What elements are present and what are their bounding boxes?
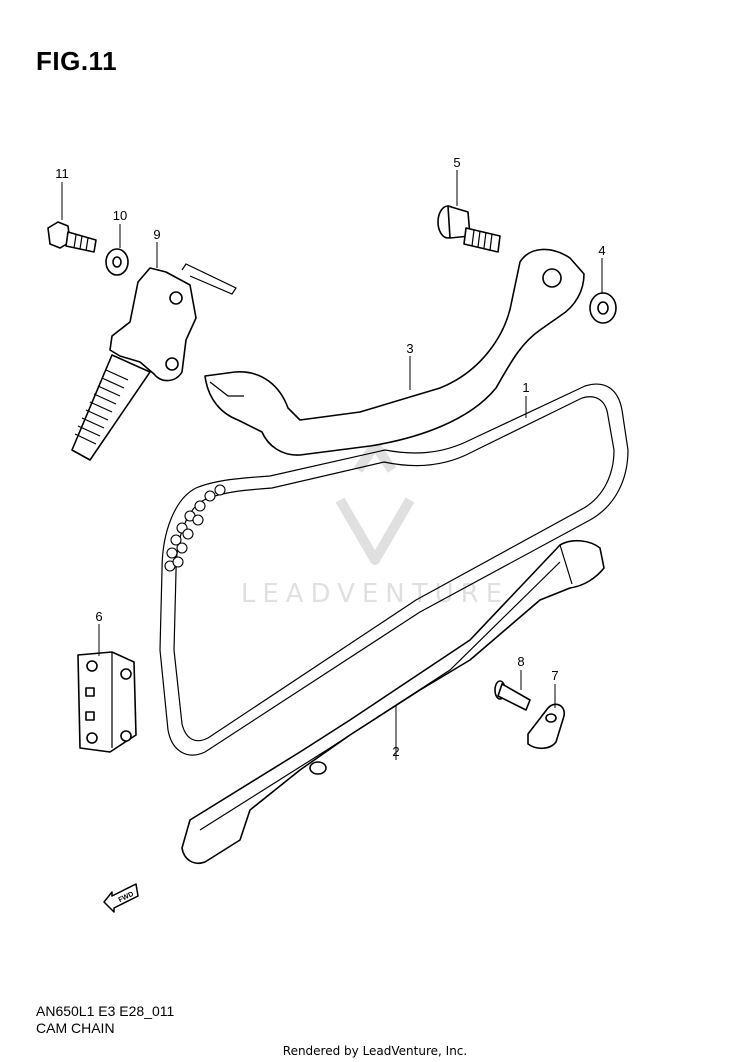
watermark: LEADVENTURE (241, 440, 509, 609)
callout-6: 6 (95, 609, 102, 624)
callout-4: 4 (598, 243, 605, 258)
callout-9: 9 (153, 227, 160, 242)
watermark-text: LEADVENTURE (241, 579, 509, 609)
callout-8: 8 (517, 654, 524, 669)
leader-lines (61, 170, 603, 760)
tensioner-guide (204, 248, 585, 456)
callout-labels: 1 2 3 4 5 6 7 8 9 10 11 (55, 155, 605, 759)
chain-guide (181, 539, 605, 864)
cam-chain (159, 383, 629, 756)
screw (494, 680, 531, 711)
tensioner-adjuster (71, 263, 237, 461)
model-code: AN650L1 E3 E28_011 (36, 1003, 175, 1019)
callout-10: 10 (113, 208, 127, 223)
callout-2: 2 (392, 744, 399, 759)
callout-3: 3 (406, 341, 413, 356)
leadventure-logo (335, 440, 415, 565)
footer-text: Rendered by LeadVenture, Inc. (282, 1044, 468, 1058)
guide-plate (527, 703, 566, 750)
figure-caption: CAM CHAIN (36, 1020, 115, 1036)
cushion-plate (77, 651, 137, 753)
washer-10 (105, 248, 129, 276)
callout-7: 7 (551, 668, 558, 683)
fwd-arrow-icon: FWD (103, 883, 139, 913)
chain-links (164, 484, 226, 572)
bolt (47, 221, 97, 253)
callout-11: 11 (55, 166, 69, 181)
guide-bolt (437, 205, 501, 253)
callout-1: 1 (522, 380, 529, 395)
figure-title: FIG.11 (36, 46, 118, 76)
washer-4 (589, 292, 617, 324)
callout-5: 5 (453, 155, 460, 170)
